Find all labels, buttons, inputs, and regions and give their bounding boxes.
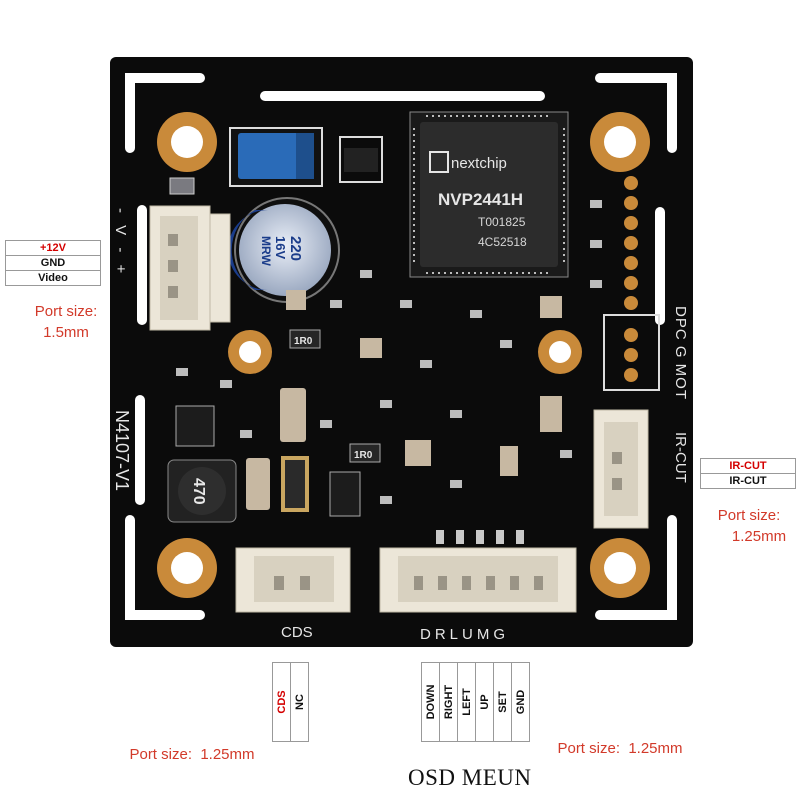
pin-label: Video: [5, 270, 101, 286]
cds-connector: [235, 547, 351, 613]
osd-title: OSD MEUN: [408, 765, 532, 790]
ircut-pin-table: IR-CUT IR-CUT: [700, 458, 796, 489]
mounting-hole: [228, 330, 272, 374]
note-line: Port size:: [34, 303, 98, 320]
mounting-hole: [157, 538, 217, 598]
led: [169, 177, 195, 195]
silk-ircut: IR-CUT: [672, 432, 689, 483]
ircut-connector: [593, 409, 649, 529]
mounting-hole: [590, 112, 650, 172]
transistor: [339, 136, 383, 183]
silk-osd: DRLUMG: [420, 626, 509, 643]
note-line: 1.5mm: [43, 324, 89, 341]
silk-cds: CDS: [281, 624, 313, 641]
pin-label: LEFT: [460, 688, 473, 716]
pin-header: [624, 176, 638, 382]
diode: [229, 127, 323, 187]
chip-code-2: 4C52518: [478, 235, 527, 249]
pin-label: GND: [5, 255, 101, 271]
silk-right-pins: DPC G MOT: [672, 306, 689, 400]
silk-power-pins: - V - +: [112, 208, 129, 277]
silk-model: N4107-V1: [112, 410, 132, 491]
left-port-size-note: Port size: 1.5mm: [2, 301, 130, 343]
main-chip: nextchip NVP2441H T001825 4C52518: [409, 111, 569, 278]
chip-brand: nextchip: [451, 155, 507, 172]
osd-port-size-note: Port size: 1.25mm: [557, 740, 683, 757]
chip-code-1: T001825: [478, 215, 526, 229]
pin-label: CDS: [275, 690, 288, 714]
mounting-slots: [125, 73, 677, 620]
capacitor-label-1: MRW: [259, 236, 273, 266]
capacitor-label-2: 16V: [273, 236, 288, 259]
osd-pin-table: DOWN RIGHT LEFT UP SET GND: [421, 662, 530, 742]
resistor-label-1: 1R0: [294, 336, 313, 347]
smd-components: 1R0 1R0: [175, 200, 602, 517]
mounting-hole: [157, 112, 217, 172]
pin-label: IR-CUT: [700, 473, 796, 489]
mounting-hole: [590, 538, 650, 598]
pin-label: SET: [496, 691, 509, 713]
osd-connector: [379, 530, 577, 613]
electrolytic-capacitor: MRW 16V 220: [228, 197, 340, 303]
inductor: 470: [167, 459, 237, 523]
pin-label: UP: [478, 694, 491, 710]
power-pin-table: +12V GND Video: [5, 240, 101, 286]
mounting-holes: [157, 112, 650, 598]
note-line: Port size:: [717, 507, 781, 524]
resistor-label-2: 1R0: [354, 450, 373, 461]
capacitor-label-3: 220: [287, 236, 304, 261]
pin-label: GND: [514, 689, 527, 715]
pin-label: NC: [293, 694, 306, 710]
mounting-hole: [538, 330, 582, 374]
pin-label: RIGHT: [442, 684, 455, 720]
cds-port-size-note: Port size: 1.25mm: [129, 746, 255, 763]
pin-label: +12V: [5, 240, 101, 256]
right-port-size-note: Port size: 1.25mm: [702, 505, 796, 547]
inductor-value: 470: [190, 478, 207, 505]
cds-pin-table: CDS NC: [272, 662, 309, 742]
pin-label: IR-CUT: [700, 458, 796, 474]
chip-model: NVP2441H: [438, 190, 523, 209]
note-line: 1.25mm: [731, 528, 787, 545]
power-connector: [149, 205, 231, 331]
pin-label: DOWN: [424, 684, 437, 720]
